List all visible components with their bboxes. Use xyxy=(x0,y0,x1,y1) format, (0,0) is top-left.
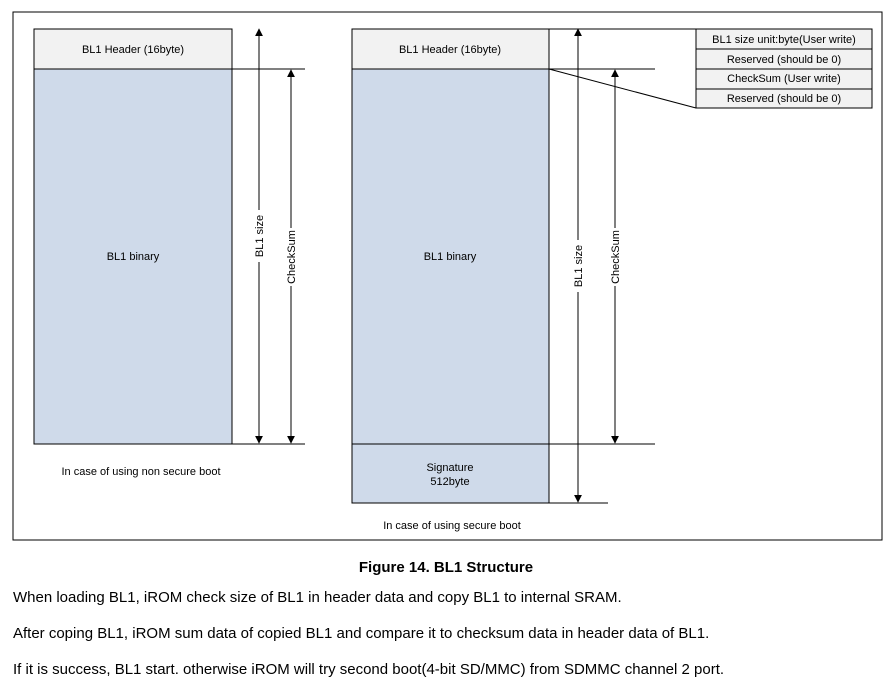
detail-leader-bottom xyxy=(548,68,697,109)
left-size-label: BL1 size xyxy=(254,215,266,257)
right-case-label: In case of using secure boot xyxy=(383,520,521,532)
diagram-frame xyxy=(12,11,883,541)
right-checksum-label: CheckSum xyxy=(610,230,622,284)
right-binary-box xyxy=(351,68,550,445)
left-binary-label: BL1 binary xyxy=(107,251,160,263)
paragraph-1: When loading BL1, iROM check size of BL1… xyxy=(13,589,622,606)
signature-size-label: 512byte xyxy=(430,476,469,488)
detail-row-reserved-2: Reserved (should be 0) xyxy=(727,93,841,105)
left-header-label: BL1 Header (16byte) xyxy=(82,44,184,56)
detail-row-checksum: CheckSum (User write) xyxy=(727,73,841,85)
right-header-label: BL1 Header (16byte) xyxy=(399,44,501,56)
left-checksum-label: CheckSum xyxy=(286,230,298,284)
figure-caption: Figure 14. BL1 Structure xyxy=(358,559,534,576)
signature-box xyxy=(351,443,550,504)
signature-label: Signature xyxy=(426,462,473,474)
detail-row-size: BL1 size unit:byte(User write) xyxy=(712,34,856,46)
left-case-label: In case of using non secure boot xyxy=(62,466,221,478)
right-size-label: BL1 size xyxy=(573,245,585,287)
paragraph-2: After coping BL1, iROM sum data of copie… xyxy=(13,625,710,642)
bl1-structure-diagram: BL1 Header (16byte) BL1 binary BL1 size … xyxy=(12,11,883,541)
detail-row-reserved-1: Reserved (should be 0) xyxy=(727,54,841,66)
left-binary-box xyxy=(33,68,233,445)
paragraph-3: If it is success, BL1 start. otherwise i… xyxy=(13,661,725,678)
right-binary-label: BL1 binary xyxy=(424,251,477,263)
header-detail-table: BL1 size unit:byte(User write) Reserved … xyxy=(695,28,873,109)
